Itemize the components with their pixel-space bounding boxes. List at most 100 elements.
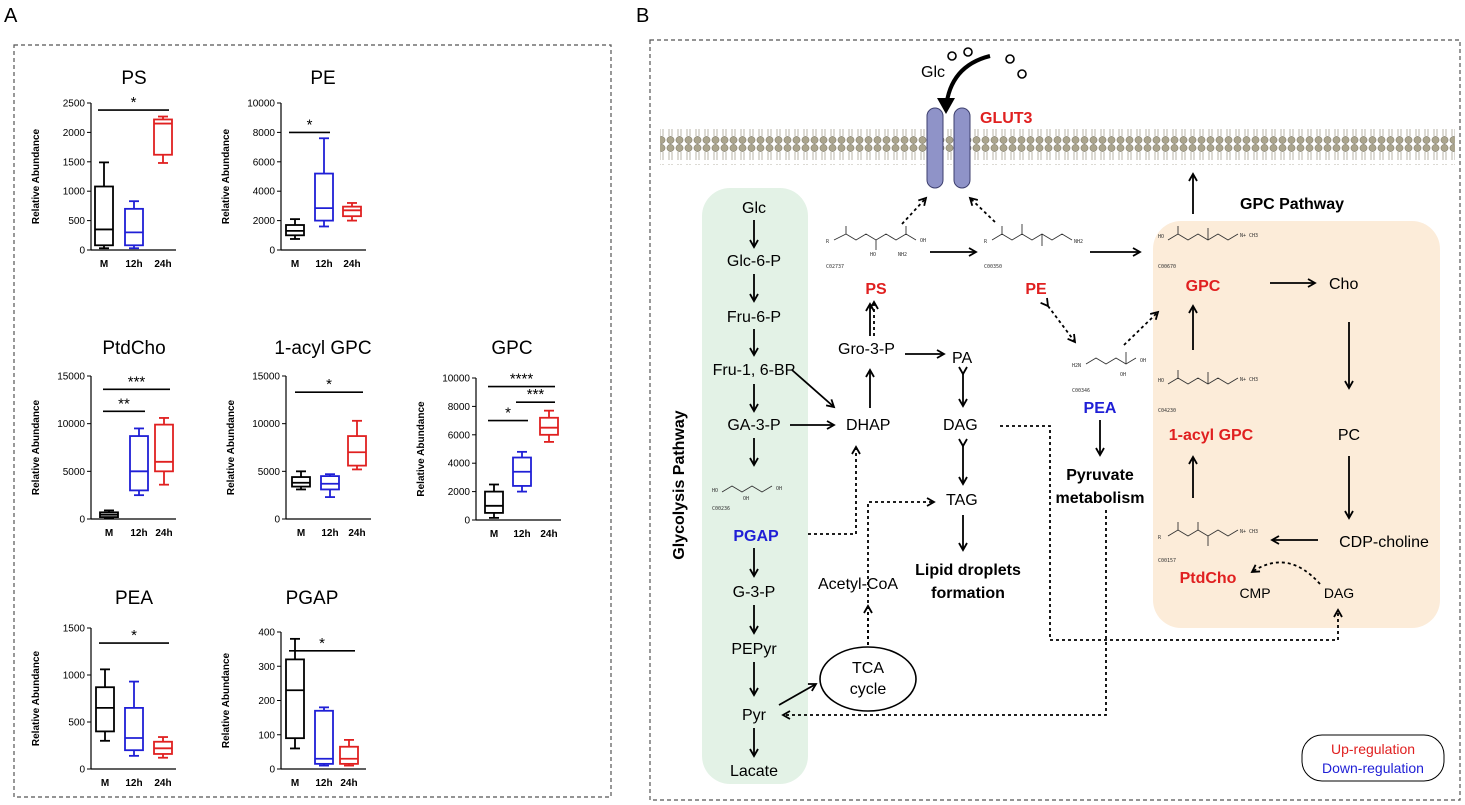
y-tick-label: 300 (258, 662, 275, 673)
box-12h (129, 427, 149, 497)
node-ps: PS (865, 281, 887, 298)
y-tick-label: 6000 (253, 157, 276, 168)
node-pe: PE (1025, 281, 1047, 298)
pea-structure: H2N OH OH C00346 (1072, 352, 1146, 394)
y-tick-label: 2000 (63, 128, 86, 139)
x-tick-label: M (297, 528, 305, 539)
node-lacate: Lacate (730, 763, 778, 780)
y-tick-label: 4000 (253, 187, 276, 198)
x-tick-label: 12h (315, 259, 332, 270)
glucose-molecule-1 (947, 51, 957, 61)
glut3-channel-left (926, 107, 944, 189)
y-tick-label: 0 (269, 765, 275, 776)
y-tick-label: 8000 (253, 128, 276, 139)
significance-label: *** (527, 386, 545, 403)
box-24h (339, 738, 359, 767)
pgap-structure: HO OH OH C00236 (712, 485, 782, 512)
node-fru-6-p: Fru-6-P (727, 309, 781, 326)
x-tick-label: 12h (125, 778, 142, 789)
panel-a-label: A (4, 5, 18, 27)
node-dhap: DHAP (846, 417, 890, 434)
x-tick-label: 12h (315, 778, 332, 789)
y-tick-label: 5000 (63, 467, 86, 478)
box-m (94, 161, 114, 250)
node-pea: PEA (1084, 400, 1117, 417)
svg-text:H2N: H2N (1072, 363, 1081, 369)
significance-label: *** (128, 373, 146, 390)
legend-down-regulation: Down-regulation (1322, 760, 1424, 776)
glycolysis-pathway-label: Glycolysis Pathway (671, 410, 688, 560)
svg-text:NH2: NH2 (898, 252, 907, 258)
box-m (285, 218, 305, 240)
y-tick-label: 10000 (57, 419, 85, 430)
svg-text:C00346: C00346 (1072, 388, 1090, 394)
ptdcho-structure: N+ CH3 R C00157 (1158, 522, 1258, 564)
box-24h (539, 409, 559, 443)
significance-label: * (505, 405, 511, 422)
x-tick-label: 24h (155, 528, 172, 539)
y-tick-label: 5000 (258, 467, 281, 478)
glucose-uptake-arrowhead (937, 98, 955, 114)
box-m (285, 637, 305, 750)
y-axis-label: Relative Abundance (221, 128, 232, 224)
gpc-structure: N+ CH3 HO C00670 (1158, 226, 1258, 270)
y-tick-label: 200 (258, 696, 275, 707)
x-tick-label: 24h (343, 259, 360, 270)
y-tick-label: 4000 (448, 459, 471, 470)
box-24h (153, 115, 173, 164)
y-axis-label: Relative Abundance (226, 399, 237, 495)
svg-text:HO: HO (870, 252, 876, 258)
significance-label: * (131, 94, 137, 111)
svg-text:HO: HO (1158, 378, 1164, 384)
y-tick-label: 2000 (448, 487, 471, 498)
box-24h (153, 736, 173, 759)
glucose-molecule-3 (1005, 54, 1015, 64)
y-tick-label: 1000 (63, 671, 86, 682)
node-dag: DAG (943, 417, 978, 434)
node-pepyr: PEPyr (731, 641, 777, 658)
node-pyr: Pyr (742, 707, 767, 724)
y-tick-label: 500 (68, 718, 85, 729)
significance-label: **** (510, 371, 534, 388)
y-axis-label: Relative Abundance (416, 401, 427, 497)
y-tick-label: 15000 (252, 372, 280, 383)
acyl-gpc-structure: N+ CH3 HO C04230 (1158, 370, 1258, 414)
box-12h (320, 473, 340, 498)
y-axis-label: Relative Abundance (31, 650, 42, 746)
node-tag: TAG (946, 492, 978, 509)
node-fru-16-bp: Fru-1, 6-BP (713, 362, 796, 379)
box-24h (154, 417, 174, 486)
cell-membrane (660, 129, 1455, 165)
chart-title: PGAP (286, 588, 339, 609)
node-cho: Cho (1329, 276, 1358, 293)
svg-text:OH: OH (1140, 358, 1146, 364)
y-tick-label: 10000 (442, 374, 470, 385)
glycolysis-background (702, 188, 808, 784)
node-dag-gpc: DAG (1324, 585, 1354, 601)
y-axis-label: Relative Abundance (31, 399, 42, 495)
y-tick-label: 100 (258, 730, 275, 741)
svg-text:C00236: C00236 (712, 506, 730, 512)
glucose-molecule-2 (963, 47, 973, 57)
svg-text:C00157: C00157 (1158, 558, 1176, 564)
box-12h (512, 450, 532, 493)
panel-a-frame (13, 44, 612, 798)
y-tick-label: 0 (79, 765, 85, 776)
gpc-pathway-background (1153, 221, 1440, 628)
ps-structure: R HO NH2 OH C02737 (826, 226, 926, 270)
box-12h (314, 137, 334, 228)
chart-title: PtdCho (102, 338, 165, 359)
significance-label: * (307, 116, 313, 133)
chart-title: 1-acyl GPC (274, 338, 371, 359)
x-tick-label: 24h (154, 778, 171, 789)
chart-title: PS (121, 68, 146, 89)
box-m (99, 509, 119, 519)
y-tick-label: 6000 (448, 430, 471, 441)
significance-label: ** (118, 395, 130, 412)
x-tick-label: 24h (540, 529, 557, 540)
box-12h (314, 706, 334, 767)
